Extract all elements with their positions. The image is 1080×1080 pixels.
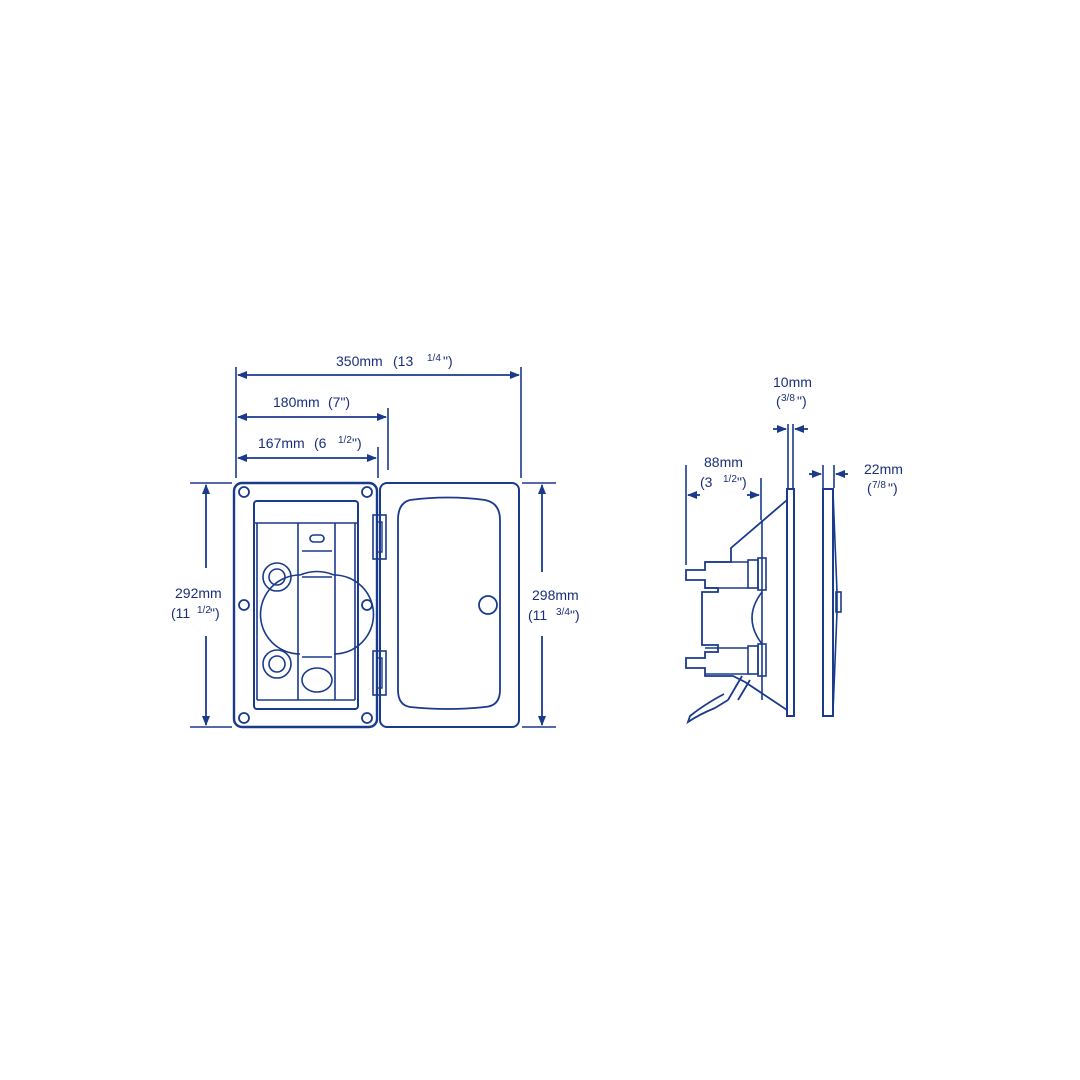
svg-text:"): ") bbox=[797, 393, 807, 409]
svg-text:3/4: 3/4 bbox=[556, 607, 570, 618]
svg-text:"): ") bbox=[570, 607, 580, 623]
svg-text:167mm: 167mm bbox=[258, 435, 305, 451]
svg-text:(11: (11 bbox=[171, 605, 190, 621]
svg-text:298mm: 298mm bbox=[532, 587, 579, 603]
svg-text:180mm: 180mm bbox=[273, 394, 320, 410]
dimension-88mm: 88mm (3 1/2 ") bbox=[700, 454, 747, 490]
side-view-door bbox=[822, 488, 842, 717]
svg-text:"): ") bbox=[737, 474, 747, 490]
svg-text:"): ") bbox=[210, 605, 220, 621]
svg-text:10mm: 10mm bbox=[773, 374, 812, 390]
svg-text:1/2: 1/2 bbox=[197, 605, 211, 616]
side-dimension-lines bbox=[685, 424, 848, 565]
svg-text:22mm: 22mm bbox=[864, 461, 903, 477]
dimension-180mm: 180mm (7") bbox=[273, 394, 350, 410]
dimension-22mm: 22mm ( 7/8 ") bbox=[864, 461, 903, 496]
svg-text:(6: (6 bbox=[314, 435, 327, 451]
dimension-350mm: 350mm (13 1/4 ") bbox=[336, 353, 453, 369]
svg-text:"): ") bbox=[443, 353, 453, 369]
svg-text:7/8: 7/8 bbox=[872, 480, 886, 491]
dimension-298mm: 298mm (11 3/4 ") bbox=[528, 587, 580, 623]
svg-text:"): ") bbox=[888, 480, 898, 496]
svg-text:1/4: 1/4 bbox=[427, 353, 441, 364]
svg-text:(3: (3 bbox=[700, 474, 713, 490]
svg-text:292mm: 292mm bbox=[175, 585, 222, 601]
svg-text:(: ( bbox=[867, 480, 872, 496]
side-view-body bbox=[685, 488, 795, 725]
svg-text:"): ") bbox=[352, 435, 362, 451]
svg-text:(11: (11 bbox=[528, 607, 547, 623]
svg-text:88mm: 88mm bbox=[704, 454, 743, 470]
svg-text:350mm: 350mm bbox=[336, 353, 383, 369]
dimension-10mm: 10mm ( 3/8 ") bbox=[773, 374, 812, 409]
screw-holes bbox=[238, 486, 373, 724]
dimension-167mm: 167mm (6 1/2 ") bbox=[258, 435, 362, 451]
front-view-body bbox=[232, 481, 379, 729]
dimension-292mm: 292mm (11 1/2 ") bbox=[171, 585, 222, 621]
svg-text:3/8: 3/8 bbox=[781, 393, 795, 404]
svg-text:1/2: 1/2 bbox=[723, 474, 737, 485]
svg-text:(13: (13 bbox=[393, 353, 413, 369]
svg-text:(7"): (7") bbox=[328, 394, 350, 410]
front-view-door bbox=[379, 482, 520, 728]
svg-text:1/2: 1/2 bbox=[338, 435, 352, 446]
svg-text:(: ( bbox=[776, 393, 781, 409]
front-dimension-lines bbox=[190, 367, 556, 728]
